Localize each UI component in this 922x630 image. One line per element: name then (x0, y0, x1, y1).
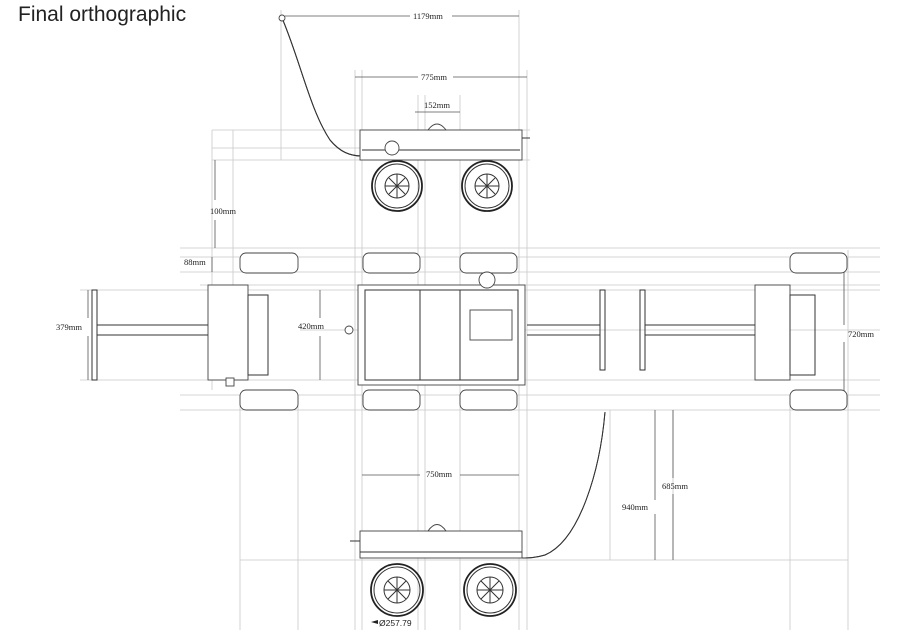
dim-overall-length: 1179mm (413, 11, 443, 21)
top-view (278, 14, 530, 212)
dim-handle-total: 940mm (622, 502, 648, 512)
dim-overall-height: 720mm (848, 329, 874, 339)
wheel-icon (370, 563, 424, 617)
leader-arrow-icon (371, 620, 378, 624)
dim-cart-width-bottom: 750mm (426, 469, 452, 479)
bottom-view (350, 411, 606, 624)
dim-handle-offset: 152mm (424, 100, 450, 110)
dim-cart-width-top: 775mm (421, 72, 447, 82)
dim-handle-height: 685mm (662, 481, 688, 491)
dimension-lines (87, 15, 845, 560)
dim-axle-offset: 100mm (210, 206, 236, 216)
wheel-icon (371, 160, 423, 212)
dim-end-width: 379mm (56, 322, 82, 332)
dim-body-height: 420mm (298, 321, 324, 331)
wheel-icon (463, 563, 517, 617)
dim-wheel-width: 88mm (184, 257, 206, 267)
drawing-title: Final orthographic (18, 3, 187, 26)
wheel-icon (461, 160, 513, 212)
side-view (91, 252, 848, 411)
dim-wheel-diameter: Ø257.79 (379, 618, 412, 628)
